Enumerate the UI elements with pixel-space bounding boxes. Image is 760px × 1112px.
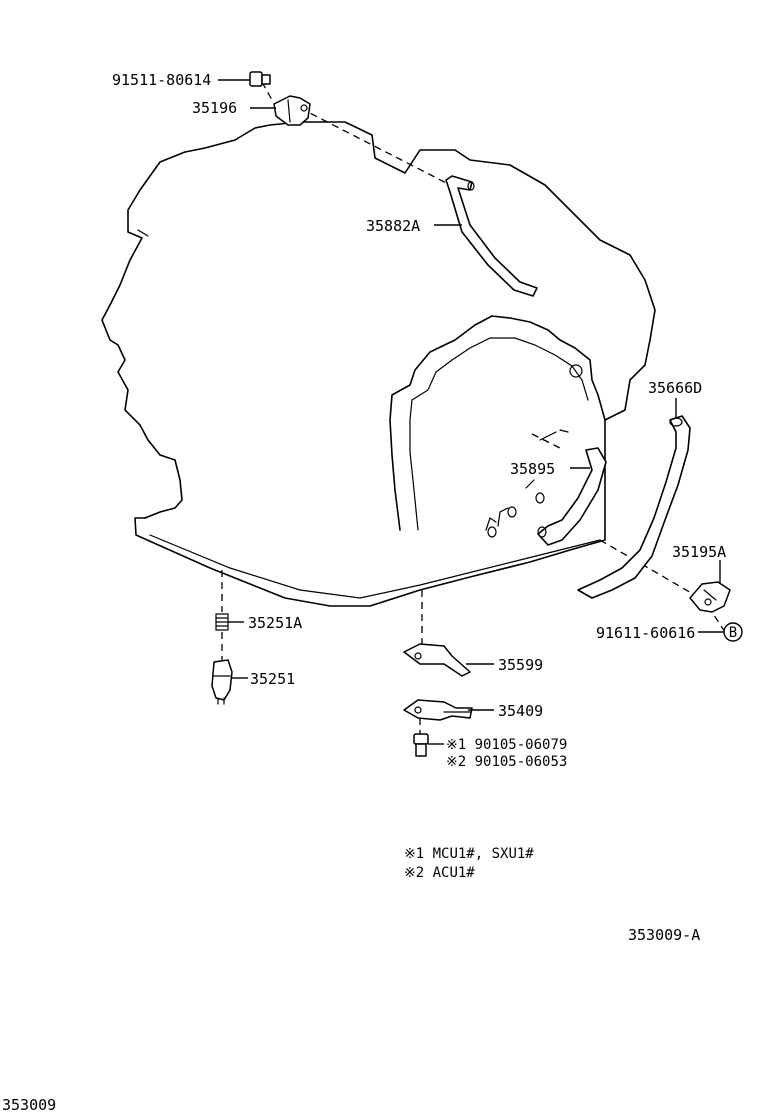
label-p4: 35666D [648, 379, 702, 397]
label-p7: 91611-60616 [596, 624, 695, 642]
transmission-case [101, 121, 656, 607]
label-p10: 35599 [498, 656, 543, 674]
diagram-code: 353009-A [628, 926, 700, 944]
label-p5: 35895 [510, 460, 555, 478]
hose-35882A [445, 175, 538, 297]
case-fittings [485, 479, 545, 538]
label-p2: 35196 [192, 99, 237, 117]
label-p13: ※2 90105-06053 [446, 754, 567, 770]
bolt-90105 [413, 733, 429, 757]
spring-35251A [215, 613, 229, 631]
label-p8: 35251A [248, 614, 302, 632]
hose-35666D [577, 415, 691, 599]
label-p9: 35251 [250, 670, 295, 688]
hose-35895 [537, 429, 607, 546]
valve-35251 [211, 659, 233, 705]
bracket-35409 [403, 699, 473, 721]
clamp-35195A [689, 581, 731, 613]
bolt-91511-80614 [249, 71, 271, 87]
center-lines [221, 81, 726, 736]
label-p11: 35409 [498, 702, 543, 720]
marker-b-letter: B [729, 625, 737, 641]
marker-b: B [723, 622, 743, 642]
clamp-35196 [273, 95, 311, 126]
note-2: ※2 ACU1# [404, 865, 475, 881]
page-code: 353009 [2, 1096, 56, 1112]
plate-35599 [403, 643, 471, 677]
label-p6: 35195A [672, 543, 726, 561]
leader-lines [218, 79, 724, 745]
label-p12: ※1 90105-06079 [446, 737, 567, 753]
note-1: ※1 MCU1#, SXU1# [404, 846, 534, 862]
label-p1: 91511-80614 [112, 71, 211, 89]
label-p3: 35882A [366, 217, 420, 235]
